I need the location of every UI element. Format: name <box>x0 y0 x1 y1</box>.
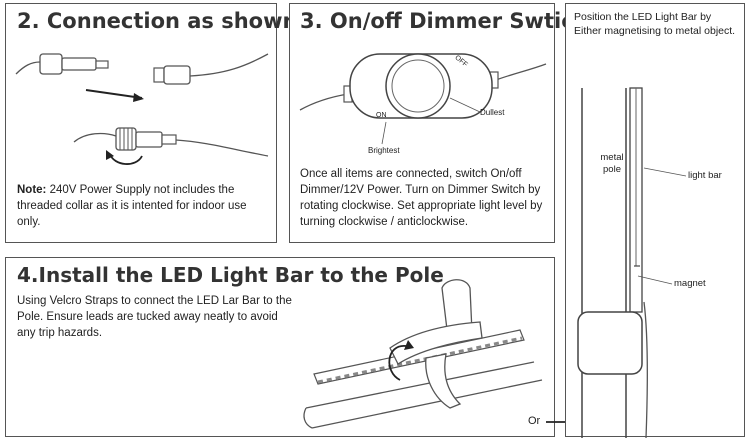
label-light-bar: light bar <box>688 170 722 181</box>
note-label: Note: <box>17 184 47 196</box>
position-diagram <box>577 87 687 439</box>
connection-title: 2. Connection as shown. <box>17 9 306 33</box>
install-diagram <box>303 279 586 429</box>
install-panel: 4.Install the LED Light Bar to the Pole … <box>5 257 586 437</box>
install-text: Using Velcro Straps to connect the LED L… <box>17 295 292 339</box>
install-title: 4.Install the LED Light Bar to the Pole <box>17 263 444 287</box>
connection-diagram <box>15 53 269 165</box>
connection-panel: 2. Connection as shown. Note: 240V Power… <box>5 3 305 243</box>
dimmer-panel: 3. On/off Dimmer Swtich OFF ON Dullest B… <box>289 3 589 243</box>
label-magnet: magnet <box>674 278 706 289</box>
note-body: 240V Power Supply not includes the threa… <box>17 184 247 228</box>
dimmer-text: Once all items are connected, switch On/… <box>300 168 543 228</box>
label-metal-pole: metal pole <box>600 152 624 175</box>
or-label: Or <box>528 415 541 427</box>
position-text: Position the LED Light Bar by Either mag… <box>574 11 736 37</box>
label-on: ON <box>376 112 387 119</box>
dimmer-title: 3. On/off Dimmer Swtich <box>300 9 589 33</box>
dimmer-diagram <box>299 53 547 145</box>
position-panel: Position the LED Light Bar by Either mag… <box>565 3 745 439</box>
label-brightest: Brightest <box>368 146 400 155</box>
note-text: Note: 240V Power Supply not includes the… <box>17 182 267 230</box>
label-dullest: Dullest <box>480 108 505 117</box>
